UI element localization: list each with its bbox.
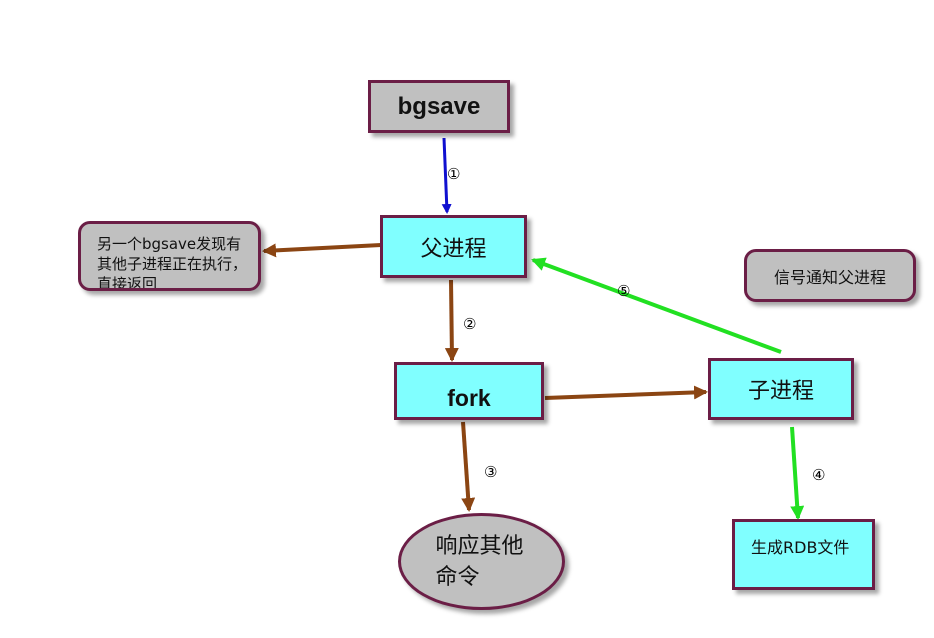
arrow-fork-to-child	[544, 385, 708, 400]
step-3-label: ③	[484, 463, 497, 481]
respond-commands-node: 响应其他命令	[398, 513, 565, 610]
bgsave-node: bgsave	[368, 80, 510, 133]
arrow-parent-to-fork	[444, 279, 459, 362]
signal-parent-node: 信号通知父进程	[744, 249, 916, 302]
fork-node-label: fork	[447, 384, 491, 411]
bgsave-node-label: bgsave	[397, 92, 481, 120]
arrow-parent-to-other-bgsave	[262, 243, 382, 258]
arrow-child-to-rdb	[790, 426, 805, 520]
fork-node: fork	[394, 362, 544, 420]
other-bgsave-node: 另一个bgsave发现有其他子进程正在执行，直接返回	[78, 221, 261, 291]
step-5-label: ⑤	[617, 282, 630, 300]
step-1-label: ①	[447, 165, 460, 183]
generate-rdb-label: 生成RDB文件	[751, 538, 850, 557]
signal-parent-label: 信号通知父进程	[773, 267, 886, 287]
parent-process-label: 父进程	[420, 236, 487, 262]
respond-commands-label: 响应其他命令	[435, 533, 524, 590]
other-bgsave-label: 另一个bgsave发现有其他子进程正在执行，直接返回	[97, 235, 248, 291]
child-process-label: 子进程	[747, 379, 814, 404]
child-process-node: 子进程	[708, 358, 854, 420]
arrow-bgsave-to-parent	[441, 137, 452, 214]
step-4-label: ④	[812, 466, 825, 484]
parent-process-node: 父进程	[380, 215, 527, 278]
step-2-label: ②	[463, 315, 476, 333]
arrow-child-to-parent	[531, 257, 782, 354]
generate-rdb-node: 生成RDB文件	[732, 519, 875, 590]
arrow-fork-to-respond	[461, 421, 476, 512]
